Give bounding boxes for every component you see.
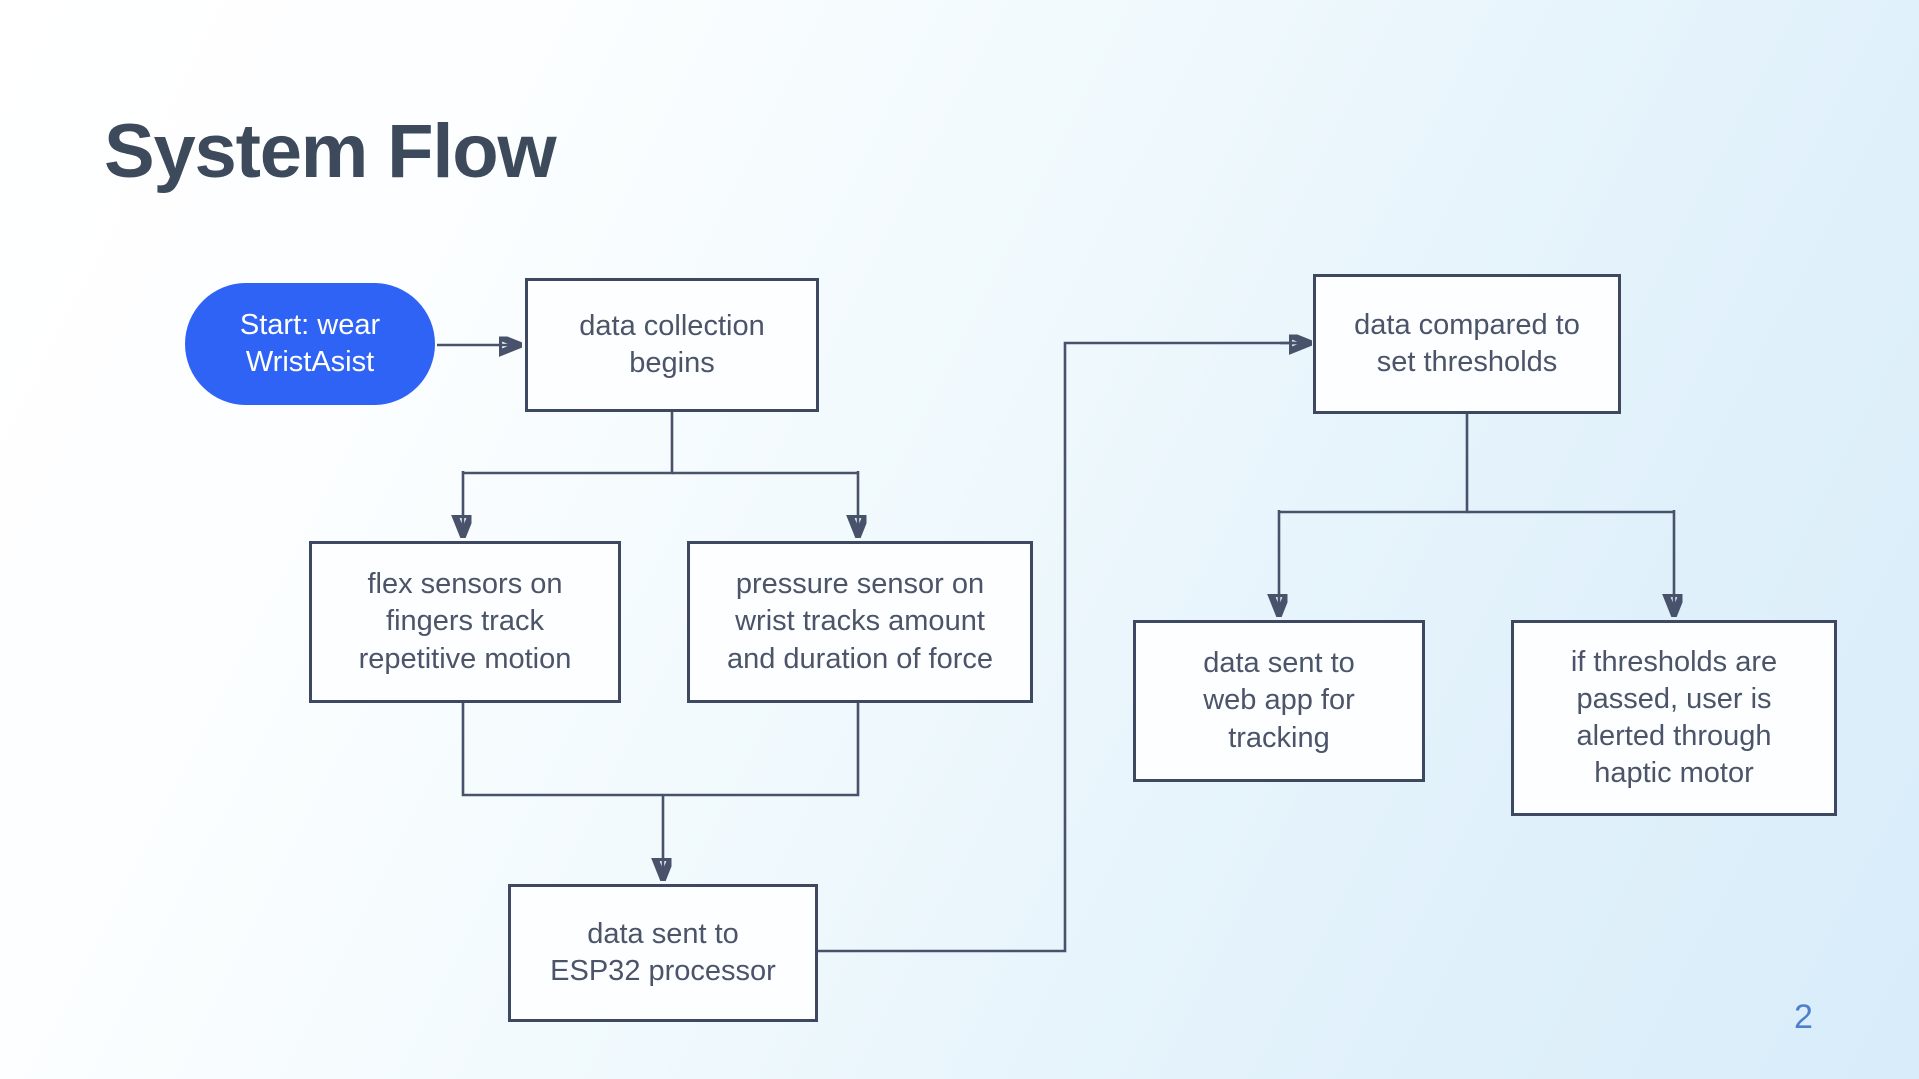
node-pressure-sensor-wrist[interactable]: pressure sensor on wrist tracks amount a… xyxy=(687,541,1033,703)
edge-collection-split xyxy=(463,412,674,475)
node-haptic-motor-alert[interactable]: if thresholds are passed, user is alerte… xyxy=(1511,620,1837,816)
node-start-wear-wristasist[interactable]: Start: wear WristAsist xyxy=(185,283,435,405)
node-flex-sensors-fingers[interactable]: flex sensors on fingers track repetitive… xyxy=(309,541,621,703)
node-data-sent-web-app[interactable]: data sent to web app for tracking xyxy=(1133,620,1425,782)
node-data-collection-begins[interactable]: data collection begins xyxy=(525,278,819,412)
edge-pressure-to-merge xyxy=(663,703,860,797)
edge-flex-to-merge xyxy=(461,703,663,797)
node-data-compared-thresholds[interactable]: data compared to set thresholds xyxy=(1313,274,1621,414)
edge-esp32-to-compared xyxy=(818,341,1306,953)
node-data-sent-to-esp32[interactable]: data sent to ESP32 processor xyxy=(508,884,818,1022)
edge-compared-split xyxy=(1279,414,1469,514)
page-title: System Flow xyxy=(104,109,557,194)
page-number: 2 xyxy=(1794,998,1813,1036)
